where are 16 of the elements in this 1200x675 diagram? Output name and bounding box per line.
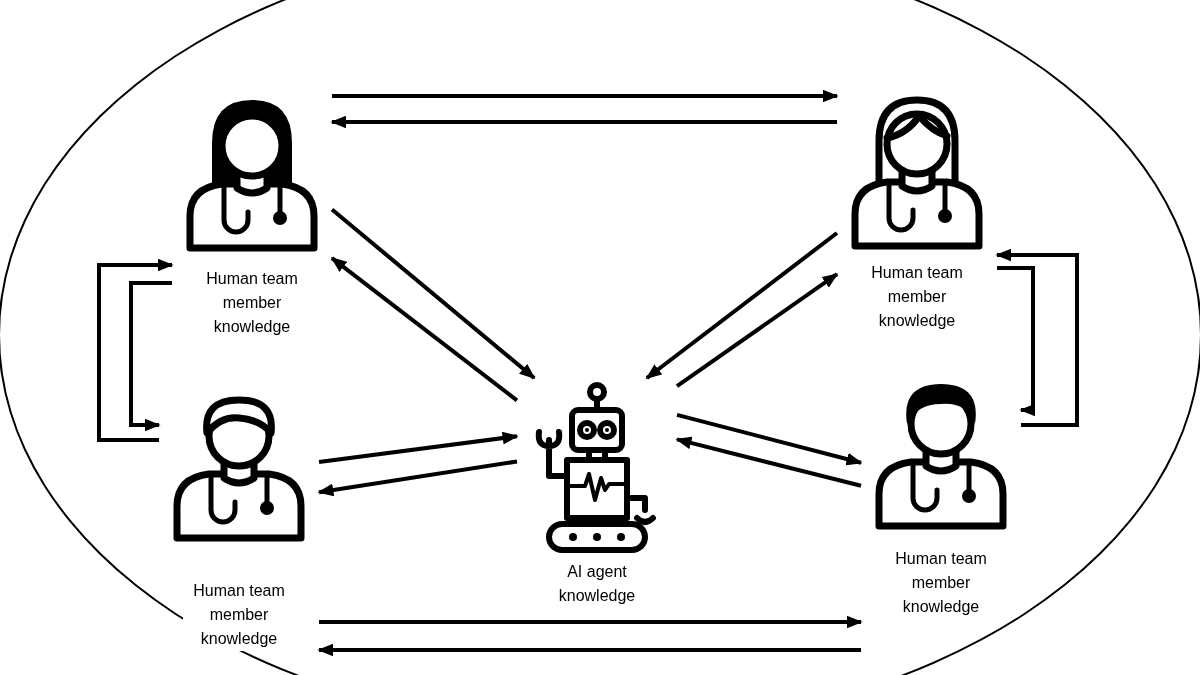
arrow <box>995 248 1079 427</box>
arrow <box>645 231 839 380</box>
arrow <box>97 258 174 442</box>
arrow <box>330 115 837 129</box>
arrow <box>332 89 839 103</box>
arrow <box>675 272 839 388</box>
arrow <box>317 643 861 657</box>
arrow <box>997 266 1036 417</box>
arrow <box>330 207 536 380</box>
arrow <box>675 436 862 488</box>
arrow <box>317 459 518 497</box>
arrow <box>318 431 519 465</box>
arrow <box>319 615 863 629</box>
arrow <box>676 413 863 466</box>
arrow <box>330 256 519 402</box>
arrow <box>129 281 172 432</box>
